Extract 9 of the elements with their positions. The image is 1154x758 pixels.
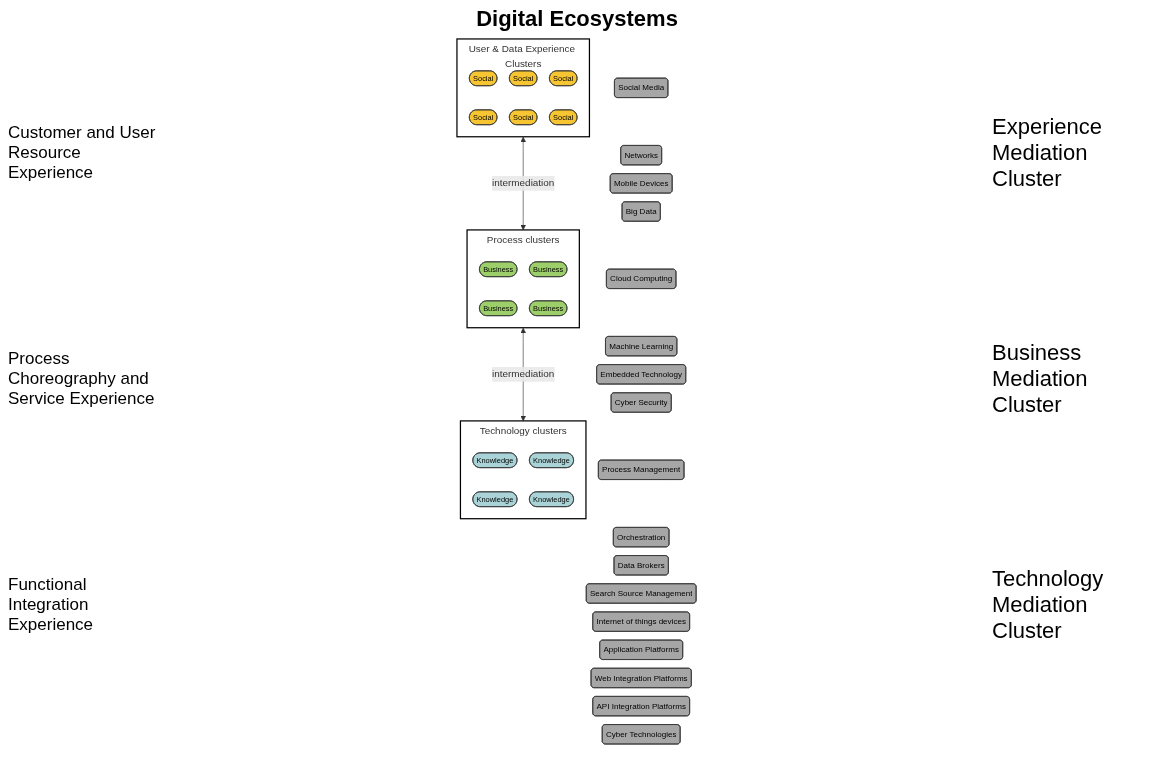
cluster-label: Business Mediation Cluster: [992, 340, 1089, 418]
row-label: Process Choreography and Service Experience: [8, 349, 156, 409]
row-label: Customer and User Resource Experience: [8, 123, 157, 183]
cluster-label: Technology Mediation Cluster: [992, 566, 1105, 644]
cluster-label: Experience Mediation Cluster: [992, 114, 1104, 192]
edge-label: intermediation: [492, 368, 555, 380]
row-label: Functional Integration Experience: [8, 575, 95, 635]
edge-label: intermediation: [492, 177, 555, 189]
diagram-title: Digital Ecosystems: [476, 6, 678, 32]
